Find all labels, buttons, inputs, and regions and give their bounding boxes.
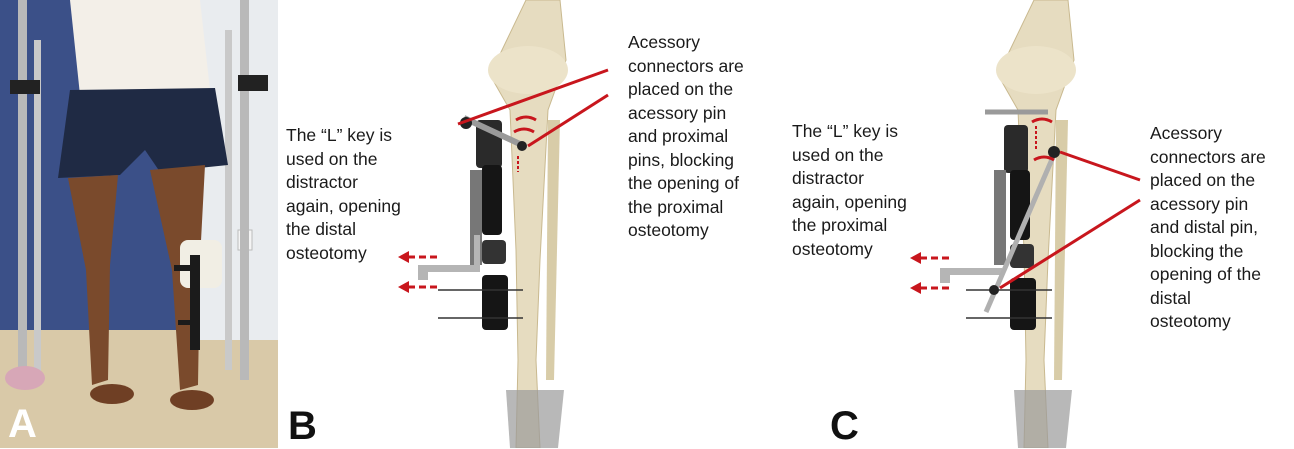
left-caption-c: The “L” key is used on the distractor ag… [792,120,907,261]
panel-letter-c: C [830,404,859,449]
right-caption-b: Acessory connectors are placed on the ac… [628,31,744,243]
diagram-panel-b: The “L” key is used on the distractor ag… [278,0,790,448]
diagram-panel-c: The “L” key is used on the distractor ag… [790,0,1294,448]
panel-letter-b: B [288,404,317,449]
left-caption-b: The “L” key is used on the distractor ag… [286,124,401,265]
panel-letter-a: A [8,402,37,447]
clinical-photo-panel: A [0,0,278,448]
right-caption-c: Acessory connectors are placed on the ac… [1150,122,1266,334]
patient-photo-illustration [0,0,278,448]
